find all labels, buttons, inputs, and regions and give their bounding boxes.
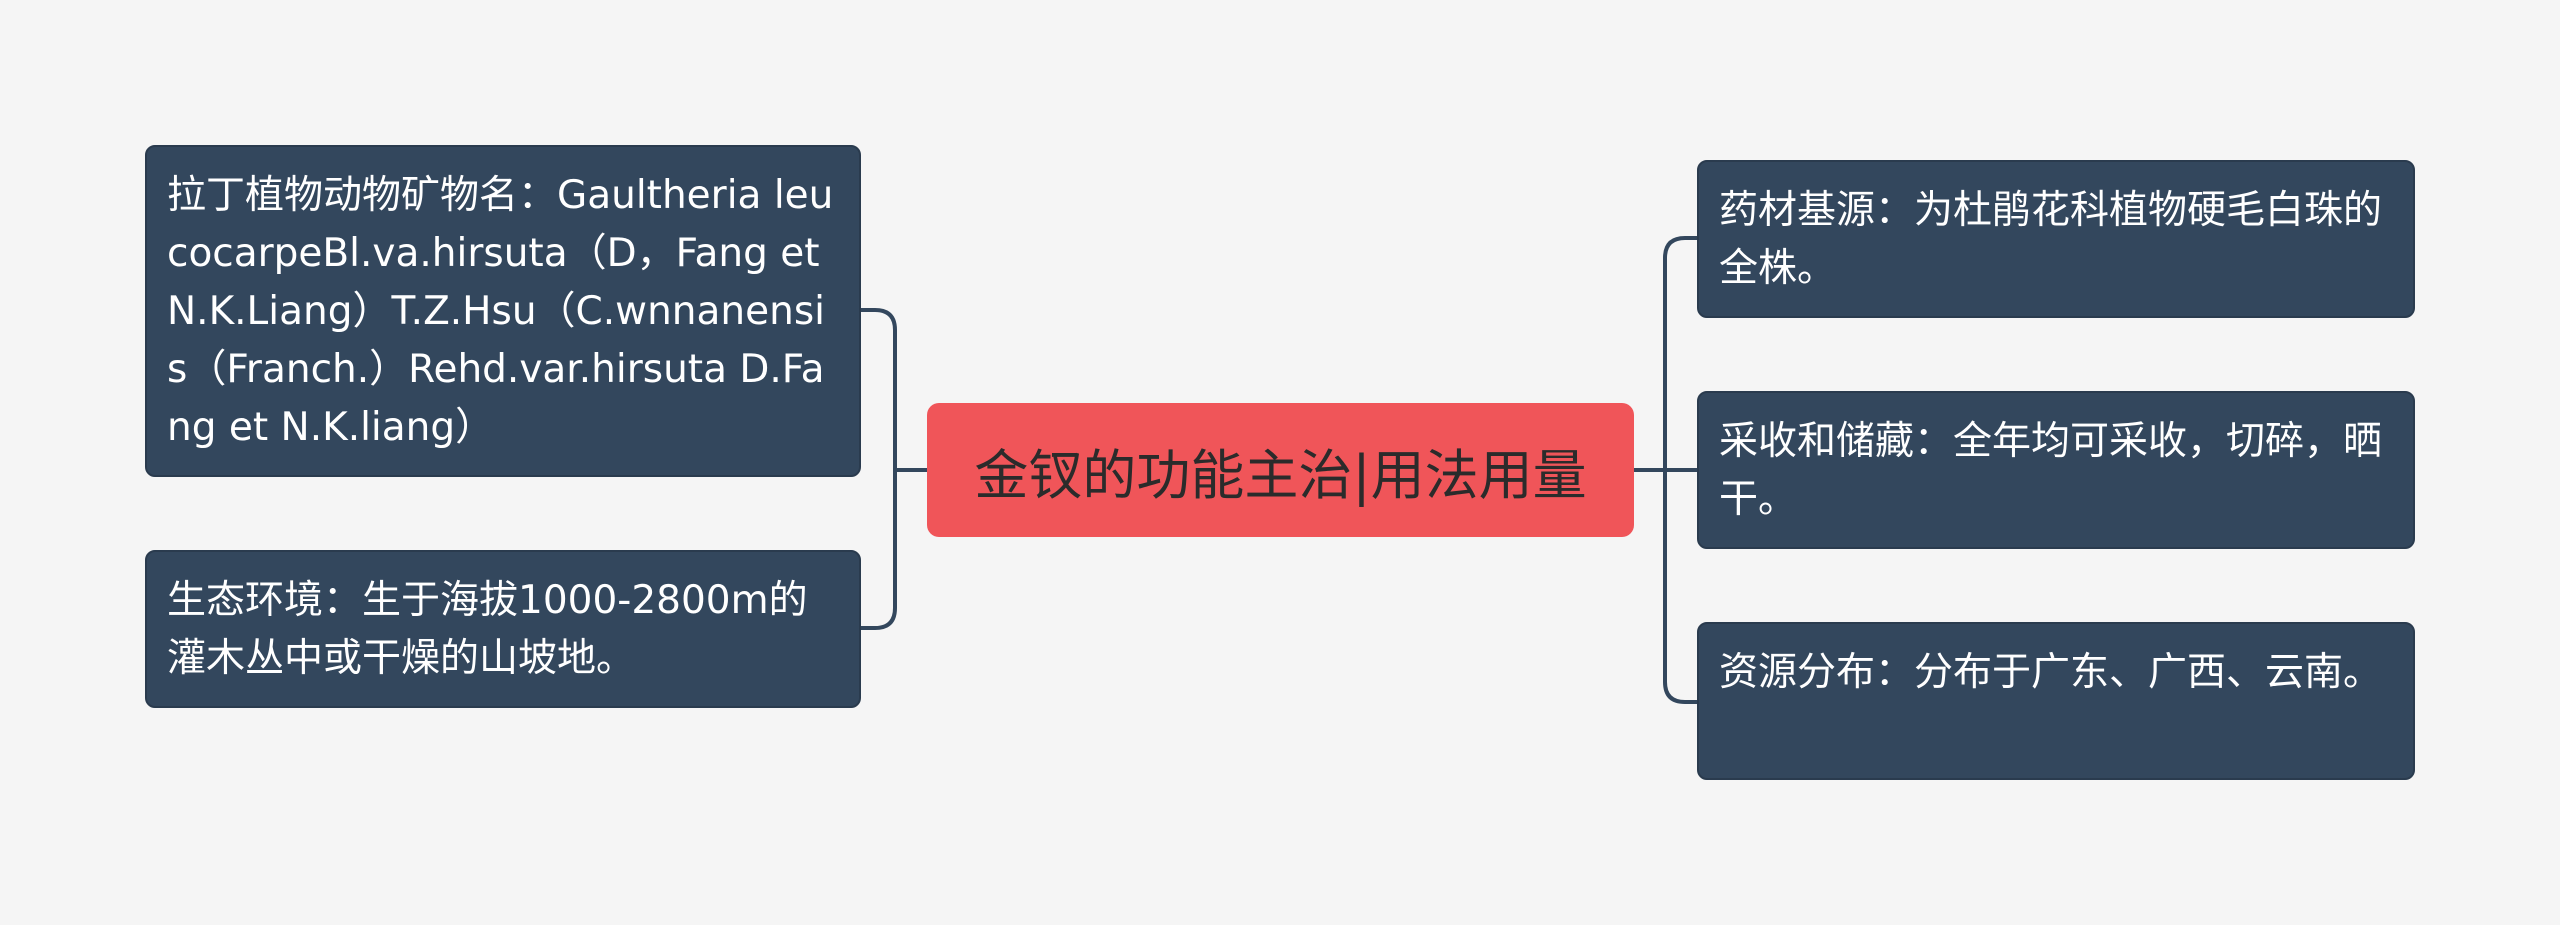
connector-left-branch-1 [859, 308, 897, 472]
connector-left-branch-2 [859, 468, 897, 630]
right-branch-harvest-text: 采收和储藏：全年均可采收，切碎，晒干。 [1719, 419, 2383, 522]
left-branch-latin-name-text: 拉丁植物动物矿物名：Gaultheria leucocarpeBl.va.hir… [167, 173, 834, 450]
right-branch-source-text: 药材基源：为杜鹃花科植物硬毛白珠的全株。 [1719, 188, 2383, 291]
center-topic[interactable]: 金钗的功能主治|用法用量 [927, 403, 1634, 537]
right-branch-harvest[interactable]: 采收和储藏：全年均可采收，切碎，晒干。 [1697, 391, 2415, 549]
right-branch-source[interactable]: 药材基源：为杜鹃花科植物硬毛白珠的全株。 [1697, 160, 2415, 318]
left-branch-latin-name[interactable]: 拉丁植物动物矿物名：Gaultheria leucocarpeBl.va.hir… [145, 145, 861, 477]
left-branch-habitat-text: 生态环境：生于海拔1000-2800m的灌木丛中或干燥的山坡地。 [167, 578, 808, 681]
connector-right-branch-3 [1663, 468, 1699, 704]
right-branch-distribution[interactable]: 资源分布：分布于广东、广西、云南。 [1697, 622, 2415, 780]
right-branch-distribution-text: 资源分布：分布于广东、广西、云南。 [1719, 650, 2383, 695]
center-topic-label: 金钗的功能主治|用法用量 [974, 443, 1587, 507]
connector-right-branch-1 [1663, 236, 1699, 472]
left-branch-habitat[interactable]: 生态环境：生于海拔1000-2800m的灌木丛中或干燥的山坡地。 [145, 550, 861, 708]
